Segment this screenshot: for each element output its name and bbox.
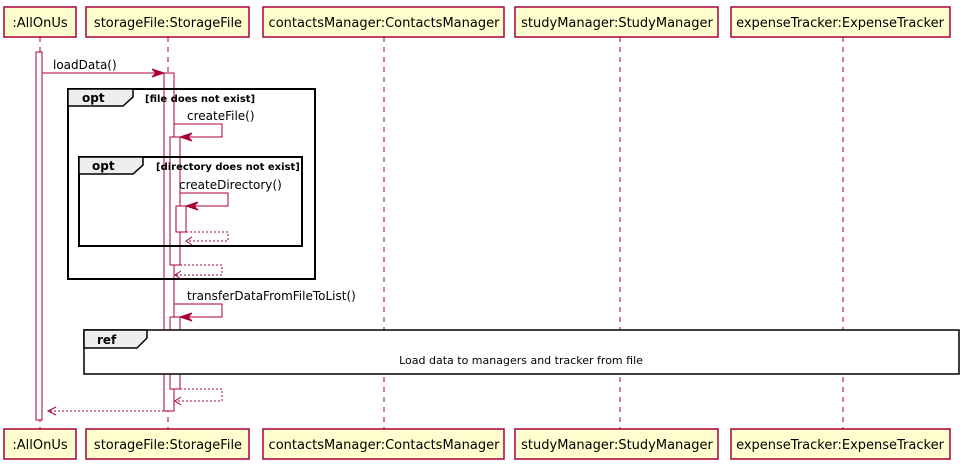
- message-create-directory: createDirectory(): [179, 178, 282, 211]
- opt-keyword-outer: opt: [82, 91, 105, 105]
- opt-fragment-file: opt [file does not exist]: [67, 88, 316, 280]
- participant-box-study-bottom: [514, 428, 719, 460]
- participant-box-expense-top: [730, 6, 951, 38]
- ref-frame: [83, 329, 960, 375]
- message-label-create-file: createFile(): [187, 109, 255, 123]
- return-arrow-create-directory: [185, 236, 193, 246]
- participant-expense-bottom: expenseTracker:ExpenseTracker: [730, 428, 951, 460]
- participant-label-storage-top: storageFile:StorageFile: [94, 16, 242, 31]
- ref-description: Load data to managers and tracker from f…: [399, 354, 643, 367]
- opt-guard-outer: [file does not exist]: [145, 94, 255, 105]
- return-create-directory: [185, 231, 229, 246]
- participant-label-expense-top: expenseTracker:ExpenseTracker: [736, 16, 944, 31]
- participant-box-contacts-bottom: [262, 428, 505, 460]
- participant-box-study-top: [514, 6, 719, 38]
- participant-box-storage-bottom: [85, 428, 250, 460]
- return-arrow-transfer-data: [174, 396, 182, 406]
- return-line-create-directory: [186, 231, 229, 242]
- participant-label-storage-bottom: storageFile:StorageFile: [94, 438, 242, 453]
- arrow-head-load-data: [151, 68, 166, 78]
- return-arrow-create-file: [174, 270, 182, 280]
- participant-box-expense-bottom: [730, 428, 951, 460]
- participant-box-storage-top: [85, 6, 250, 38]
- message-label-load-data: loadData(): [53, 58, 117, 72]
- message-create-file: createFile(): [174, 109, 255, 142]
- message-line-transfer-data: [174, 303, 223, 318]
- arrow-head-transfer-data: [178, 312, 193, 322]
- participant-storage-top: storageFile:StorageFile: [85, 6, 250, 38]
- arrow-head-create-file: [178, 132, 193, 142]
- ref-keyword: ref: [97, 333, 117, 347]
- opt-fragment-directory: opt [directory does not exist]: [78, 156, 303, 247]
- participant-study-bottom: studyManager:StudyManager: [514, 428, 719, 460]
- participant-contacts-top: contactsManager:ContactsManager: [262, 6, 505, 38]
- participant-box-allonus-top: [3, 6, 77, 38]
- participant-allonus-top: :AllOnUs: [3, 6, 77, 38]
- ref-tab: [83, 329, 148, 349]
- message-label-create-directory: createDirectory(): [179, 178, 282, 192]
- opt-keyword-inner: opt: [92, 159, 115, 173]
- participant-contacts-bottom: contactsManager:ContactsManager: [262, 428, 505, 460]
- participant-label-expense-bottom: expenseTracker:ExpenseTracker: [736, 438, 944, 453]
- opt-frame-outer: [67, 88, 316, 280]
- message-line-create-directory: [180, 192, 229, 207]
- activation-storage-createdir: [175, 205, 187, 233]
- opt-frame-inner: [78, 156, 303, 247]
- activation-allonus: [35, 51, 43, 421]
- return-create-file: [174, 264, 223, 280]
- participant-label-contacts-bottom: contactsManager:ContactsManager: [269, 438, 501, 453]
- participant-label-study-top: studyManager:StudyManager: [521, 16, 713, 31]
- participant-storage-bottom: storageFile:StorageFile: [85, 428, 250, 460]
- participant-expense-top: expenseTracker:ExpenseTracker: [730, 6, 951, 38]
- return-transfer-data: [174, 388, 223, 406]
- participant-box-contacts-top: [262, 6, 505, 38]
- arrow-head-create-directory: [184, 201, 199, 211]
- message-line-create-file: [174, 123, 223, 138]
- return-load-data: [46, 406, 164, 416]
- opt-guard-inner: [directory does not exist]: [156, 162, 300, 173]
- participant-label-contacts-top: contactsManager:ContactsManager: [269, 16, 501, 31]
- activation-storage-createfile: [169, 136, 181, 266]
- message-load-data: loadData(): [42, 58, 166, 78]
- message-label-transfer-data: transferDataFromFileToList(): [187, 289, 356, 303]
- return-line-transfer-data: [175, 388, 223, 402]
- participant-allonus-bottom: :AllOnUs: [3, 428, 77, 460]
- participant-label-allonus-bottom: :AllOnUs: [12, 438, 67, 453]
- opt-tab-inner: [78, 156, 144, 175]
- participant-label-study-bottom: studyManager:StudyManager: [521, 438, 713, 453]
- return-line-create-file: [175, 264, 223, 276]
- participant-box-allonus-bottom: [3, 428, 77, 460]
- ref-fragment: ref Load data to managers and tracker fr…: [83, 329, 960, 375]
- participant-label-allonus-top: :AllOnUs: [12, 16, 67, 31]
- participant-study-top: studyManager:StudyManager: [514, 6, 719, 38]
- message-transfer-data: transferDataFromFileToList(): [174, 289, 356, 322]
- opt-tab-outer: [67, 88, 134, 107]
- return-arrow-load-data: [46, 406, 57, 416]
